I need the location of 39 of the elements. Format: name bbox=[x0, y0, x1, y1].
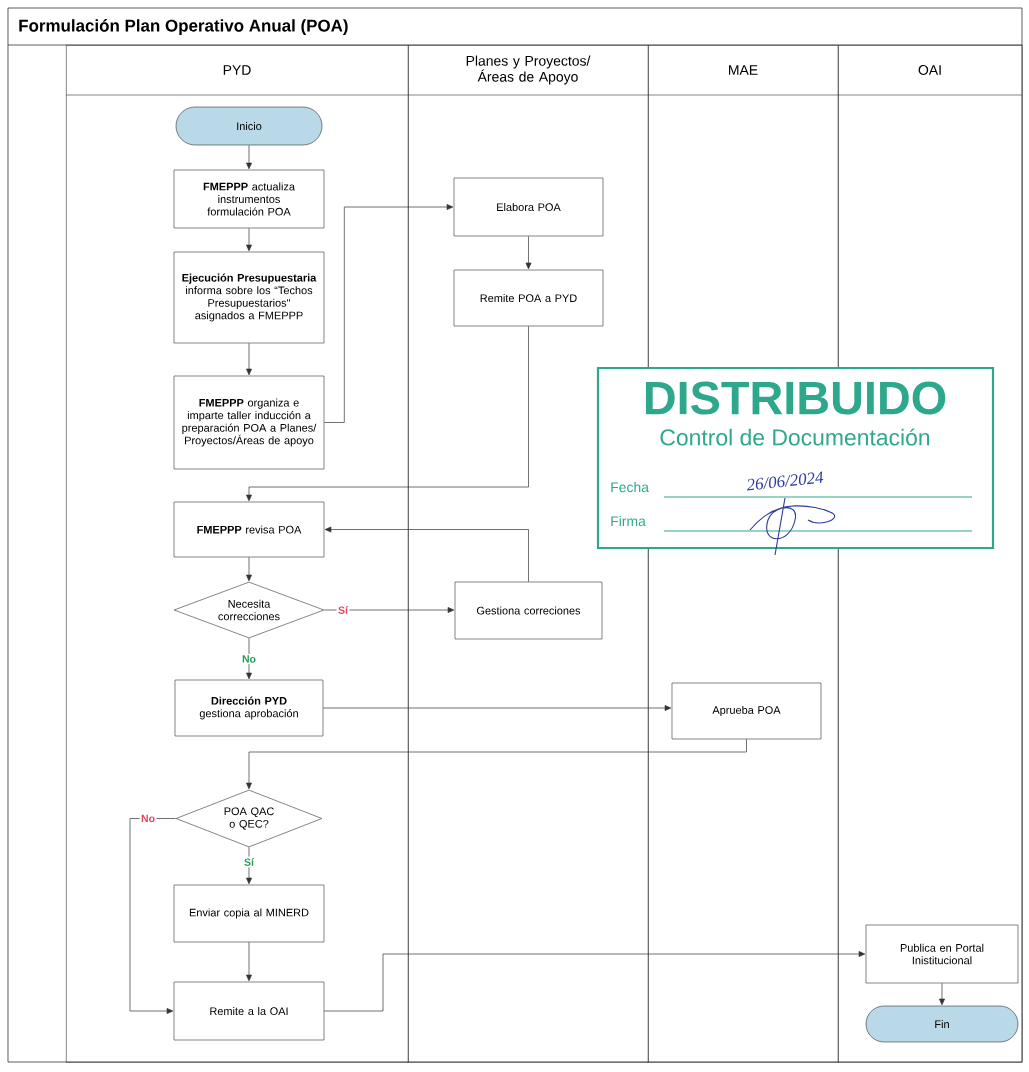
arrow bbox=[129, 818, 177, 1014]
arrow bbox=[323, 607, 455, 613]
arrow bbox=[323, 951, 866, 1012]
process-box: Remite a la OAI bbox=[173, 981, 325, 1041]
edge-label: No bbox=[240, 653, 258, 665]
process-box: Gestiona correciones bbox=[454, 581, 603, 640]
arrow bbox=[246, 342, 252, 376]
title: Formulación Plan Operativo Anual (POA) bbox=[19, 19, 348, 35]
arrow bbox=[246, 738, 747, 790]
process-box: Enviar copia al MINERD bbox=[173, 884, 325, 943]
process-box: FMEPPP actualiza instrumentos formulación POA bbox=[173, 169, 325, 229]
process-box: Elabora POA bbox=[453, 177, 604, 237]
edge-label: No bbox=[139, 813, 157, 824]
arrow bbox=[246, 637, 252, 680]
field-label: Fecha bbox=[611, 481, 649, 493]
process-box: Dirección PYD gestiona aprobación bbox=[174, 679, 324, 737]
field-label: Firma bbox=[611, 515, 646, 527]
arrow bbox=[246, 144, 252, 170]
terminator: Inicio bbox=[175, 106, 323, 146]
process-box: Ejecución Presupuestaria informa sobre los “Techos Presupuestarios" asignados a FMEPPP bbox=[173, 251, 325, 344]
arrow bbox=[322, 705, 672, 711]
process-box: FMEPPP organiza e imparte taller inducción a preparación POA a Planes/ Proyectos/Áreas de apoyo bbox=[173, 375, 325, 470]
process-box: Remite POA a PYD bbox=[453, 269, 604, 327]
arrow bbox=[246, 227, 252, 252]
arrow bbox=[246, 556, 252, 582]
process-box: Aprueba POA bbox=[671, 682, 822, 740]
arrow bbox=[246, 846, 252, 885]
edge-label: Sí bbox=[242, 856, 256, 868]
edge-label: Sí bbox=[336, 604, 350, 616]
arrow bbox=[525, 235, 532, 270]
handwritten-date: 26/06/2024 bbox=[747, 471, 824, 491]
arrow bbox=[939, 982, 945, 1006]
arrow bbox=[324, 526, 529, 583]
arrow bbox=[246, 941, 252, 982]
process-box: Publica en Portal Inistitucional bbox=[865, 924, 1019, 984]
process-box: FMEPPP revisa POA bbox=[173, 501, 325, 558]
arrow bbox=[323, 204, 454, 423]
terminator: Fin bbox=[865, 1005, 1019, 1043]
arrow bbox=[246, 325, 529, 502]
